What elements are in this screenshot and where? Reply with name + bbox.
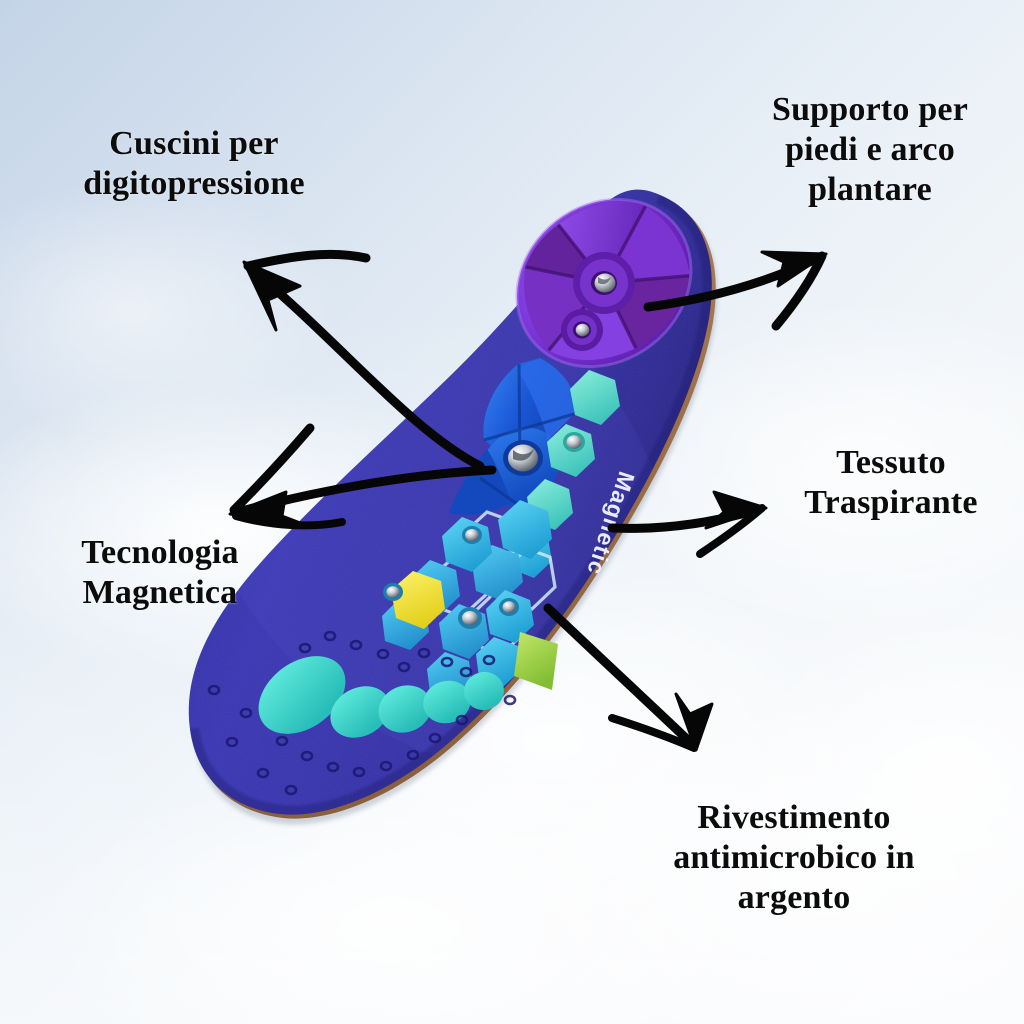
yellow-hexagon-pad — [391, 571, 445, 629]
magnet-icon — [462, 611, 478, 625]
magnet-icon — [502, 601, 516, 613]
annotation-label-cuscini: Cuscini per digitopressione — [83, 125, 305, 203]
magnet-icon — [465, 529, 479, 541]
magnet-icon — [575, 323, 590, 337]
annotation-label-tessuto: Tessuto Traspirante — [804, 444, 978, 522]
toe-cushion-pads — [258, 656, 504, 738]
annotation-label-rivestimento: Rivestimento antimicrobico in argento — [673, 799, 915, 917]
breathability-perforations — [207, 630, 517, 796]
magnet-icon — [566, 435, 582, 449]
heel-pinwheel-pad — [515, 197, 693, 369]
annotation-label-tecnologia: Tecnologia Magnetica — [81, 534, 239, 612]
annotation-label-supporto: Supporto per piedi e arco plantare — [771, 91, 969, 209]
magnet-icon — [386, 586, 400, 598]
teal-hexagon-pads — [508, 370, 620, 578]
